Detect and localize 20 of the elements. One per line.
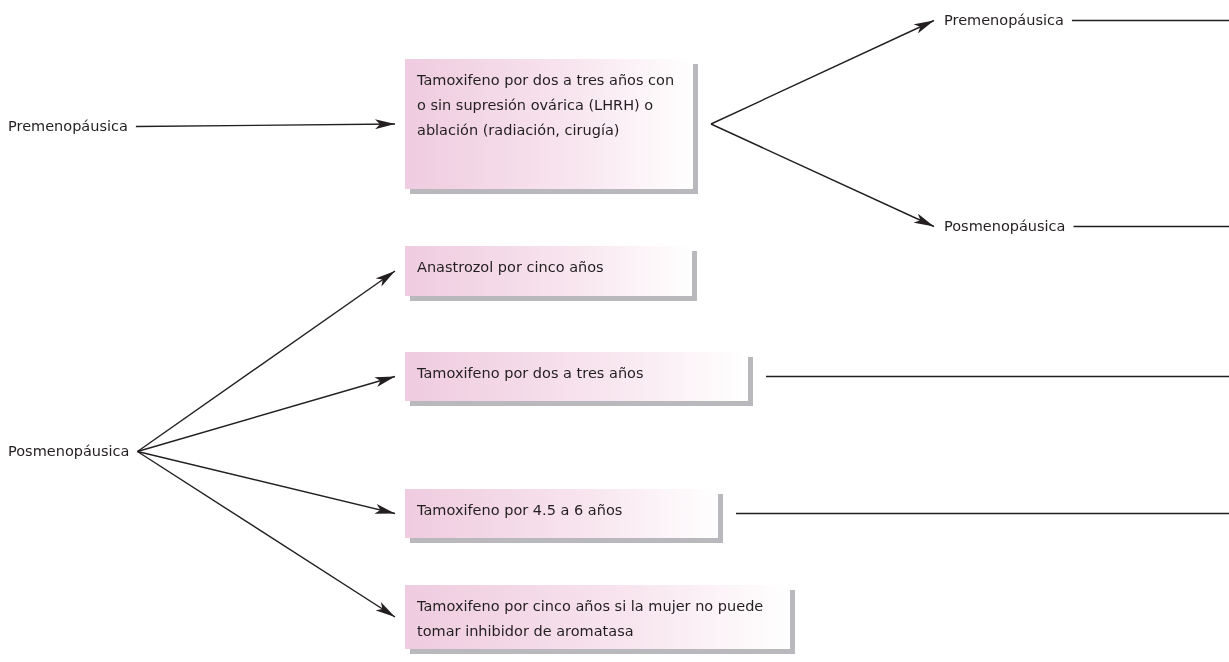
status-label: Premenopáusica — [944, 11, 1064, 30]
arrow — [710, 123, 935, 228]
arrow — [136, 375, 396, 453]
arrow — [710, 19, 935, 125]
arrow — [136, 270, 396, 453]
treatment-text: Tamoxifeno por 4.5 a 6 años — [417, 501, 624, 520]
line — [765, 375, 1229, 378]
treatment-text: Tamoxifeno por dos a tres años con o sin supresión ovárica (LHRH) o ablación (radiación, cirugía) — [417, 71, 676, 140]
line — [1071, 19, 1229, 22]
arrow — [136, 450, 396, 618]
treatment-text: Anastrozol por cinco años — [417, 258, 605, 277]
status-label: Premenopáusica — [8, 117, 128, 136]
arrow — [135, 119, 396, 130]
treatment-text: Tamoxifeno por dos a tres años — [417, 364, 645, 383]
arrow — [136, 450, 396, 515]
line — [1072, 225, 1229, 228]
status-label: Posmenopáusica — [8, 442, 130, 461]
treatment-text: Tamoxifeno por cinco años si la mujer no puede tomar inhibidor de aromatasa — [417, 597, 765, 641]
line — [735, 512, 1229, 515]
status-label: Posmenopáusica — [944, 217, 1066, 236]
